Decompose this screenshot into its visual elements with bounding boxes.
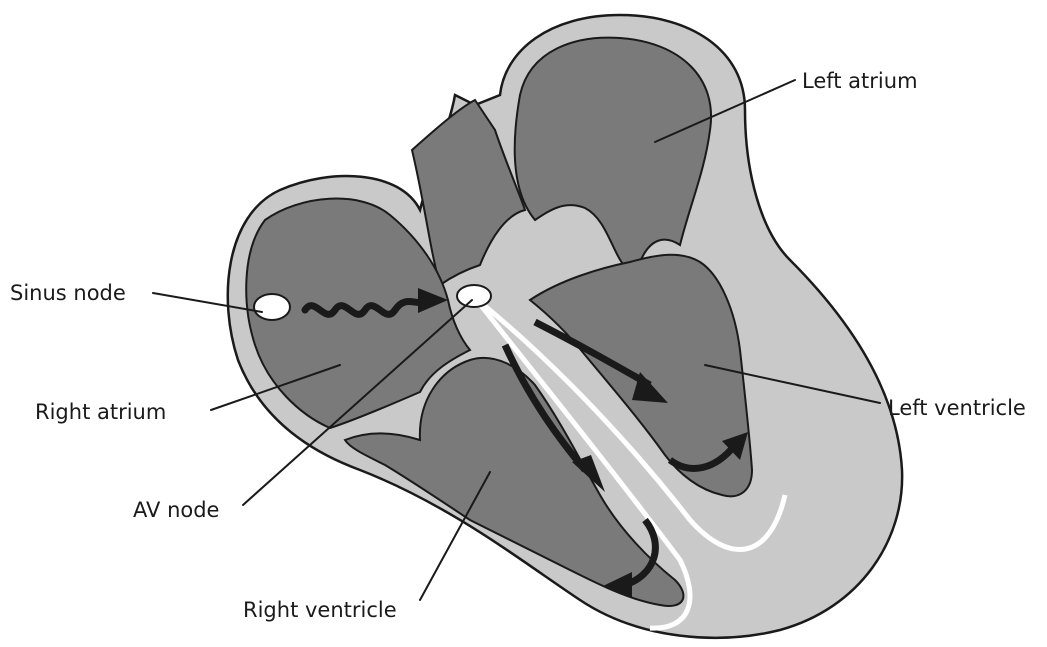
sinus-node	[254, 294, 290, 320]
label-right-ventricle: Right ventricle	[243, 598, 397, 622]
label-sinus-node: Sinus node	[10, 281, 126, 305]
label-av-node: AV node	[133, 498, 219, 522]
label-right-atrium: Right atrium	[35, 400, 166, 424]
av-node	[457, 285, 491, 307]
label-left-atrium: Left atrium	[802, 69, 918, 93]
label-left-ventricle: Left ventricle	[888, 396, 1026, 420]
